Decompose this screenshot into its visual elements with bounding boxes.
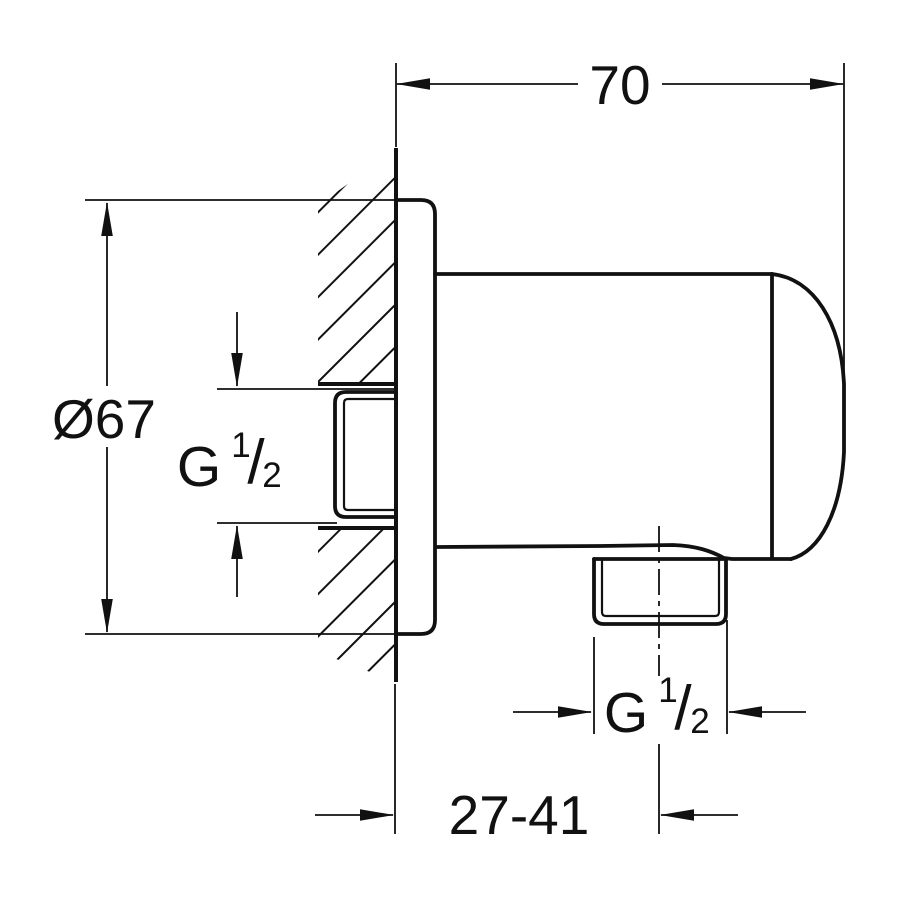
inlet-thread-outer <box>333 390 398 519</box>
inlet-thread-slash: / <box>247 428 265 497</box>
inlet-thread-prefix: G <box>177 435 221 499</box>
body-bottom-edge <box>435 543 793 561</box>
body-cylinder <box>433 272 846 561</box>
outlet-thread-slash: / <box>674 674 692 743</box>
inlet-thread-numerator: 1 <box>231 426 250 465</box>
dimension-overall-depth: 70 <box>395 54 845 380</box>
inlet-thread-denominator: 2 <box>262 456 281 495</box>
outlet-thread-inner <box>600 557 721 618</box>
wall-section <box>318 150 396 682</box>
outlet-thread-numerator: 1 <box>658 671 677 710</box>
overall-depth-label: 70 <box>589 54 650 116</box>
wall-hatch-upper <box>318 150 396 384</box>
wall-hatch-lower <box>318 528 396 682</box>
dimension-wall-range: 27-41 <box>315 684 738 846</box>
outlet-thread-prefix: G <box>604 681 648 745</box>
outlet-thread-outer <box>592 557 728 626</box>
inlet-fitting <box>333 390 398 519</box>
wall-range-label: 27-41 <box>449 784 590 846</box>
outlet-thread-denominator: 2 <box>690 702 709 741</box>
wall-flange <box>394 198 437 636</box>
dimension-inlet-thread: G 1 / 2 <box>177 312 397 597</box>
dome-cap <box>770 272 846 561</box>
dimension-outlet-thread: G 1 / 2 <box>513 620 806 745</box>
dimension-flange-diameter: Ø67 <box>52 199 400 635</box>
outlet-fitting <box>592 557 728 626</box>
inlet-thread-inner <box>342 397 398 512</box>
flange-diameter-label: Ø67 <box>52 388 156 450</box>
